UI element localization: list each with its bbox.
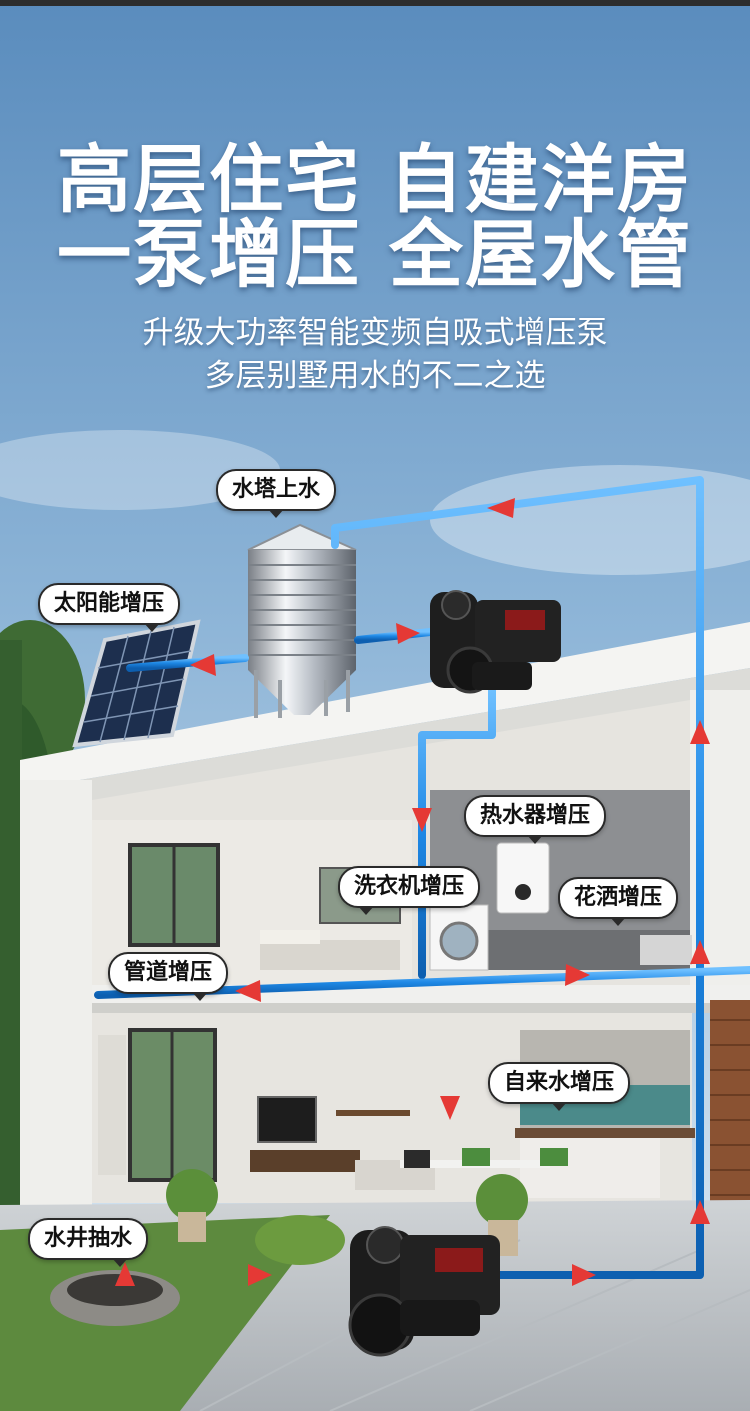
water-heater-icon — [496, 842, 550, 914]
booster-pump-icon — [430, 590, 561, 694]
flow-arrows — [115, 498, 710, 1286]
washing-machine-icon — [429, 904, 489, 971]
callout-shower: 花洒增压 — [558, 877, 679, 926]
callout-tap-water: 自来水增压 — [488, 1062, 631, 1111]
subtitle-line-2: 多层别墅用水的不二之选 — [204, 358, 546, 394]
headline-line-1: 高层住宅 自建洋房 — [57, 137, 693, 223]
callout-water-heater: 热水器增压 — [464, 795, 607, 844]
well-icon — [50, 1270, 180, 1326]
water-tower-icon — [247, 523, 357, 718]
headline-line-2: 一泵增压 全屋水管 — [57, 212, 693, 298]
callout-well: 水井抽水 — [28, 1218, 149, 1267]
callout-solar: 太阳能增压 — [38, 583, 181, 632]
potted-plant-left — [166, 1169, 218, 1242]
solar-panel-icon — [72, 619, 201, 748]
callout-water-tower: 水塔上水 — [216, 469, 337, 518]
callout-pipeline: 管道增压 — [108, 952, 229, 1001]
callout-washing-machine: 洗衣机增压 — [338, 866, 481, 915]
subtitle-line-1: 升级大功率智能变频自吸式增压泵 — [142, 315, 608, 351]
booster-pump-icon — [348, 1226, 500, 1357]
